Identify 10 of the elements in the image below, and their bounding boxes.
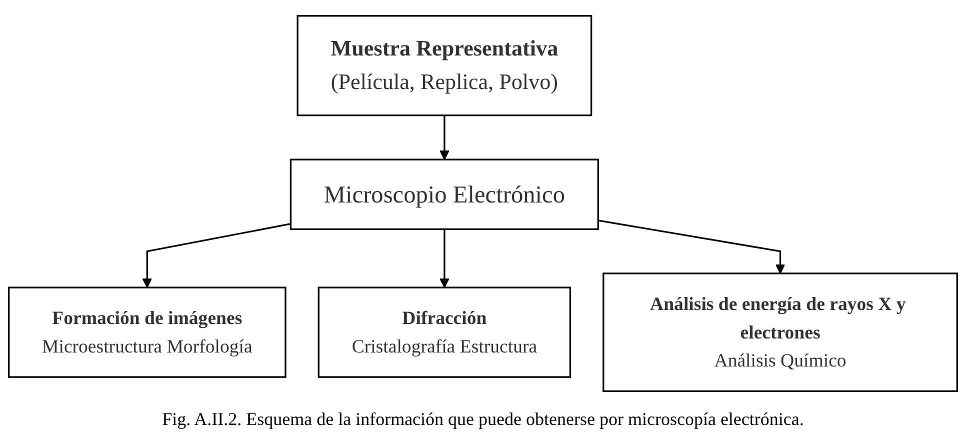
- arrow: [598, 220, 786, 274]
- node-box: Análisis de energía de rayos X y electrones Análisis Químico: [602, 272, 958, 392]
- node-box: Microscopio Electrónico: [290, 158, 599, 230]
- node-box: Formación de imágenes Microestructura Morfología: [8, 286, 286, 378]
- arrow: [142, 223, 291, 288]
- arrow: [440, 229, 450, 288]
- node-box: Muestra Representativa (Película, Replica, Polvo): [296, 15, 592, 116]
- figure-caption: Fig. A.II.2. Esquema de la información que puede obtenerse por microscopía electrónica.: [162, 408, 804, 431]
- node-box: Difracción Cristalografía Estructura: [318, 286, 572, 378]
- arrow: [440, 115, 450, 160]
